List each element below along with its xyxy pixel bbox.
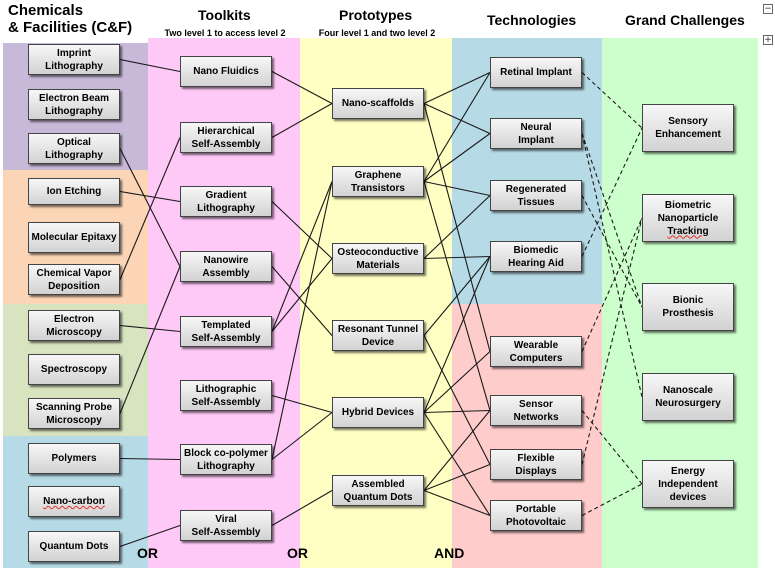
node-viral-self-assembly[interactable]: Viral Self-Assembly — [180, 510, 272, 541]
link-hybrid-pv — [423, 412, 491, 516]
link-lsa-hybrid — [271, 394, 333, 414]
subheader-toolkits: Two level 1 to access level 2 — [164, 28, 286, 38]
link-aqd-pv — [423, 489, 491, 517]
node-block-copolymer-lithography[interactable]: Block co-polymer Lithography — [180, 444, 272, 475]
node-retinal-implant[interactable]: Retinal Implant — [490, 57, 582, 88]
link-spm-nwa — [119, 266, 181, 414]
link-nanosc-retinal — [423, 72, 491, 104]
node-wearable-computers[interactable]: Wearable Computers — [490, 336, 582, 367]
node-bionic-prosthesis[interactable]: Bionic Prosthesis — [642, 283, 734, 331]
node-electron-beam-lithography[interactable]: Electron Beam Lithography — [28, 89, 120, 120]
node-nano-fluidics[interactable]: Nano Fluidics — [180, 56, 272, 87]
link-vsa-aqd — [271, 490, 333, 526]
link-hybrid-biomedic — [423, 256, 491, 413]
node-nanowire-assembly[interactable]: Nanowire Assembly — [180, 251, 272, 282]
node-optical-lithography[interactable]: Optical Lithography — [28, 133, 120, 164]
node-osteoconductive-materials[interactable]: Osteoconductive Materials — [332, 243, 424, 274]
link-pv-energy — [581, 483, 643, 516]
nano-carbon-label: Nano-carbon — [43, 496, 105, 507]
link-aqd-sensor — [423, 410, 491, 491]
biometric-label: Biometric Nanoparticle — [657, 199, 719, 224]
link-rtd-biomedic — [423, 256, 491, 336]
link-tsa-osteo — [271, 258, 333, 332]
subheader-prototypes: Four level 1 and two level 2 — [318, 28, 436, 38]
link-neural-neurosurg — [581, 133, 643, 398]
link-osteo-biomedic — [423, 255, 491, 260]
link-tsa-graph — [271, 181, 333, 332]
expand-control-icon[interactable]: + — [763, 35, 773, 45]
node-templated-self-assembly[interactable]: Templated Self-Assembly — [180, 316, 272, 347]
node-scanning-probe-microscopy[interactable]: Scanning Probe Microscopy — [28, 398, 120, 429]
link-sensor-energy — [581, 410, 643, 485]
tracking-label: Tracking — [667, 225, 709, 237]
node-imprint-lithography[interactable]: Imprint Lithography — [28, 44, 120, 75]
link-biomedic-sensory — [581, 127, 643, 257]
link-retinal-sensory — [581, 72, 643, 129]
node-polymers[interactable]: Polymers — [28, 443, 120, 474]
node-hybrid-devices[interactable]: Hybrid Devices — [332, 397, 424, 428]
node-sensor-networks[interactable]: Sensor Networks — [490, 395, 582, 426]
header-toolkits: Toolkits — [198, 7, 251, 23]
link-regen-bionic — [581, 195, 643, 308]
header-prototypes: Prototypes — [339, 7, 413, 23]
node-spectroscopy[interactable]: Spectroscopy — [28, 354, 120, 385]
link-ion-grad — [119, 190, 181, 203]
node-energy-independent-devices[interactable]: Energy Independent devices — [642, 460, 734, 508]
link-hybrid-wear — [423, 351, 491, 413]
link-cvd-hsa — [119, 137, 181, 280]
node-assembled-quantum-dots[interactable]: Assembled Quantum Dots — [332, 475, 424, 506]
node-flexible-displays[interactable]: Flexible Displays — [490, 449, 582, 480]
link-grad-osteo — [271, 201, 333, 259]
node-nanoscale-neurosurgery[interactable]: Nanoscale Neurosurgery — [642, 373, 734, 421]
node-sensory-enhancement[interactable]: Sensory Enhancement — [642, 104, 734, 152]
link-graph-regen — [423, 180, 491, 197]
node-electron-microscopy[interactable]: Electron Microscopy — [28, 310, 120, 341]
node-nano-carbon[interactable]: Nano-carbon — [28, 486, 120, 517]
link-nwa-rtd — [271, 266, 333, 336]
node-nano-scaffolds[interactable]: Nano-scaffolds — [332, 88, 424, 119]
node-lithographic-self-assembly[interactable]: Lithographic Self-Assembly — [180, 380, 272, 411]
link-rtd-flex — [423, 335, 491, 465]
collapse-control-icon[interactable]: − — [763, 4, 773, 14]
node-neural-implant[interactable]: Neural Implant — [490, 118, 582, 149]
link-graph-retinal — [423, 72, 491, 182]
link-poly-bcp — [119, 457, 181, 461]
link-osteo-regen — [423, 195, 491, 259]
node-portable-photovoltaic[interactable]: Portable Photovoltaic — [490, 500, 582, 531]
node-graphene-transistors[interactable]: Graphene Transistors — [332, 166, 424, 197]
header-chemicals: Chemicals & Facilities (C&F) — [8, 2, 133, 36]
node-resonant-tunnel-device[interactable]: Resonant Tunnel Device — [332, 320, 424, 351]
logic-or-2: OR — [287, 545, 308, 561]
logic-and: AND — [434, 545, 465, 561]
link-hsa-nanosc — [271, 103, 333, 138]
link-em-tsa — [119, 324, 181, 333]
link-nanofl-nanosc — [271, 71, 333, 104]
node-biomedic-hearing-aid[interactable]: Biomedic Hearing Aid — [490, 241, 582, 272]
link-hybrid-sensor — [423, 409, 491, 414]
link-bcp-hybrid — [271, 412, 333, 460]
logic-or-1: OR — [137, 545, 158, 561]
node-chemical-vapor-deposition[interactable]: Chemical Vapor Deposition — [28, 264, 120, 295]
link-qd-vsa — [119, 524, 181, 548]
header-technologies: Technologies — [487, 12, 577, 28]
link-nanosc-neural — [423, 102, 491, 135]
link-bcp-graph — [271, 181, 333, 460]
node-ion-etching[interactable]: Ion Etching — [28, 178, 120, 205]
node-hierarchical-self-assembly[interactable]: Hierarchical Self-Assembly — [180, 122, 272, 153]
header-grand-challenges: Grand Challenges — [625, 12, 745, 28]
link-graph-neural — [423, 133, 491, 182]
node-biometric-nanoparticle-tracking[interactable]: Biometric Nanoparticle Tracking — [642, 194, 734, 242]
link-imprint-nanofl — [119, 58, 181, 73]
node-regenerated-tissues[interactable]: Regenerated Tissues — [490, 180, 582, 211]
link-neural-bionic — [581, 133, 643, 308]
link-aqd-flex — [423, 463, 491, 492]
node-gradient-lithography[interactable]: Gradient Lithography — [180, 186, 272, 217]
link-flex-bio — [581, 217, 643, 465]
node-molecular-epitaxy[interactable]: Molecular Epitaxy — [28, 222, 120, 253]
node-quantum-dots[interactable]: Quantum Dots — [28, 531, 120, 562]
link-wear-bio — [581, 217, 643, 352]
